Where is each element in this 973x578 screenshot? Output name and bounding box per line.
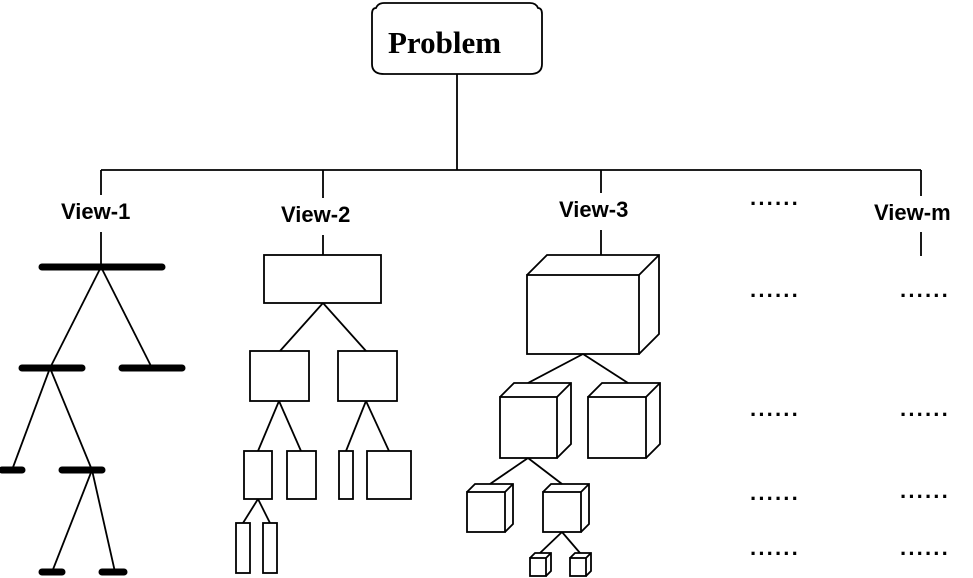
ellipsis-col2-row4: ······	[900, 541, 950, 566]
view-ellipsis-label: ······	[750, 191, 800, 216]
ellipsis-col1-row1: ······	[750, 283, 800, 308]
view-3-label: View-3	[559, 197, 629, 222]
view-1-label: View-1	[61, 199, 131, 224]
view-2-label: View-2	[281, 202, 351, 227]
view-m-label: View-m	[874, 200, 951, 225]
root-box	[371, 2, 543, 75]
ellipsis-col2-row3: ······	[900, 484, 950, 509]
ellipsis-col2-row1: ······	[900, 283, 950, 308]
ellipsis-col1-row2: ······	[750, 402, 800, 427]
root-label: Problem	[388, 25, 502, 60]
ellipsis-col1-row4: ······	[750, 541, 800, 566]
ellipsis-col2-row2: ······	[900, 402, 950, 427]
v2-root-rect	[263, 254, 382, 304]
ellipsis-col1-row3: ······	[750, 486, 800, 511]
